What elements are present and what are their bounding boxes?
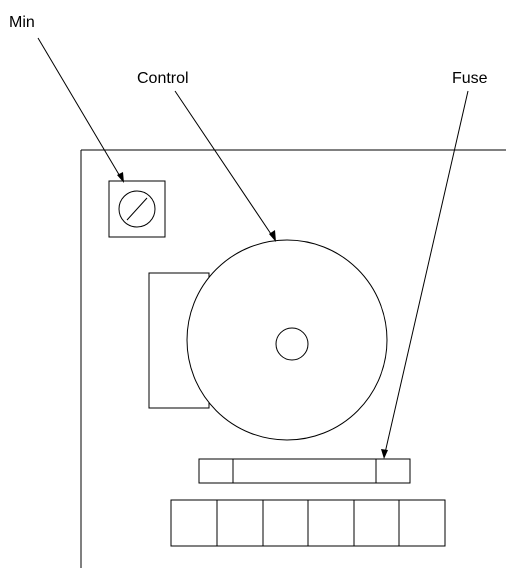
control-label: Control xyxy=(137,70,189,87)
min-knob xyxy=(108,180,166,238)
terminal-block xyxy=(170,499,446,547)
min-arrowhead xyxy=(117,172,124,183)
control-arrowhead xyxy=(269,230,276,242)
fuse-label: Fuse xyxy=(452,70,488,87)
control-hub xyxy=(275,327,309,361)
fuse-holder xyxy=(198,458,411,484)
fuse-holder-body xyxy=(198,458,411,484)
terminal-cell xyxy=(262,499,309,547)
terminal-cell xyxy=(353,499,400,547)
min-leader-line xyxy=(37,37,122,179)
terminal-cell xyxy=(170,499,218,547)
terminal-cell xyxy=(398,499,446,547)
terminal-cell xyxy=(216,499,264,547)
fuse-arrowhead xyxy=(381,449,388,459)
control-leader-line xyxy=(174,90,274,238)
min-label: Min xyxy=(9,14,35,31)
control-knob xyxy=(186,239,388,441)
min-knob-indicator xyxy=(126,197,148,221)
fuse-leader-line xyxy=(384,90,469,454)
terminal-cell xyxy=(307,499,355,547)
